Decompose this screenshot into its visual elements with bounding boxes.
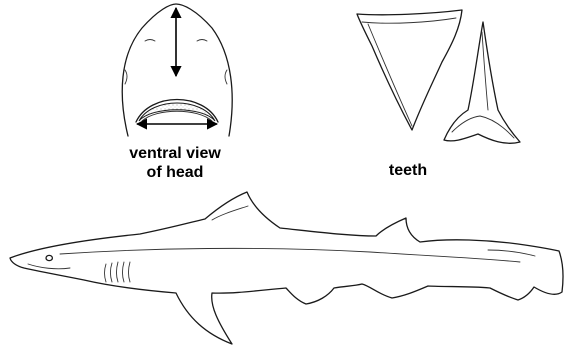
shark-lateral-view xyxy=(10,192,563,344)
nostril-right xyxy=(197,40,207,42)
ventral-view-caption-line1: ventral view xyxy=(129,145,221,162)
shark-body-outline xyxy=(10,192,563,344)
gill-slits xyxy=(105,262,131,282)
ventral-head-view xyxy=(122,4,232,136)
caudal-fin-detail xyxy=(488,250,535,256)
upper-tooth xyxy=(357,10,462,130)
ventral-view-caption-line2: of head xyxy=(147,164,204,181)
ventral-view-caption: ventral view of head xyxy=(100,144,250,182)
lateral-line xyxy=(60,248,520,262)
teeth-caption: teeth xyxy=(368,161,448,180)
teeth-illustrations xyxy=(357,10,520,143)
nostril-left xyxy=(145,40,155,42)
lower-tooth xyxy=(444,22,520,143)
eye-left xyxy=(125,70,127,84)
eye-right xyxy=(225,70,227,84)
dorsal-fin-detail xyxy=(212,206,248,220)
shark-mouth xyxy=(28,264,70,269)
shark-eye xyxy=(46,255,52,260)
